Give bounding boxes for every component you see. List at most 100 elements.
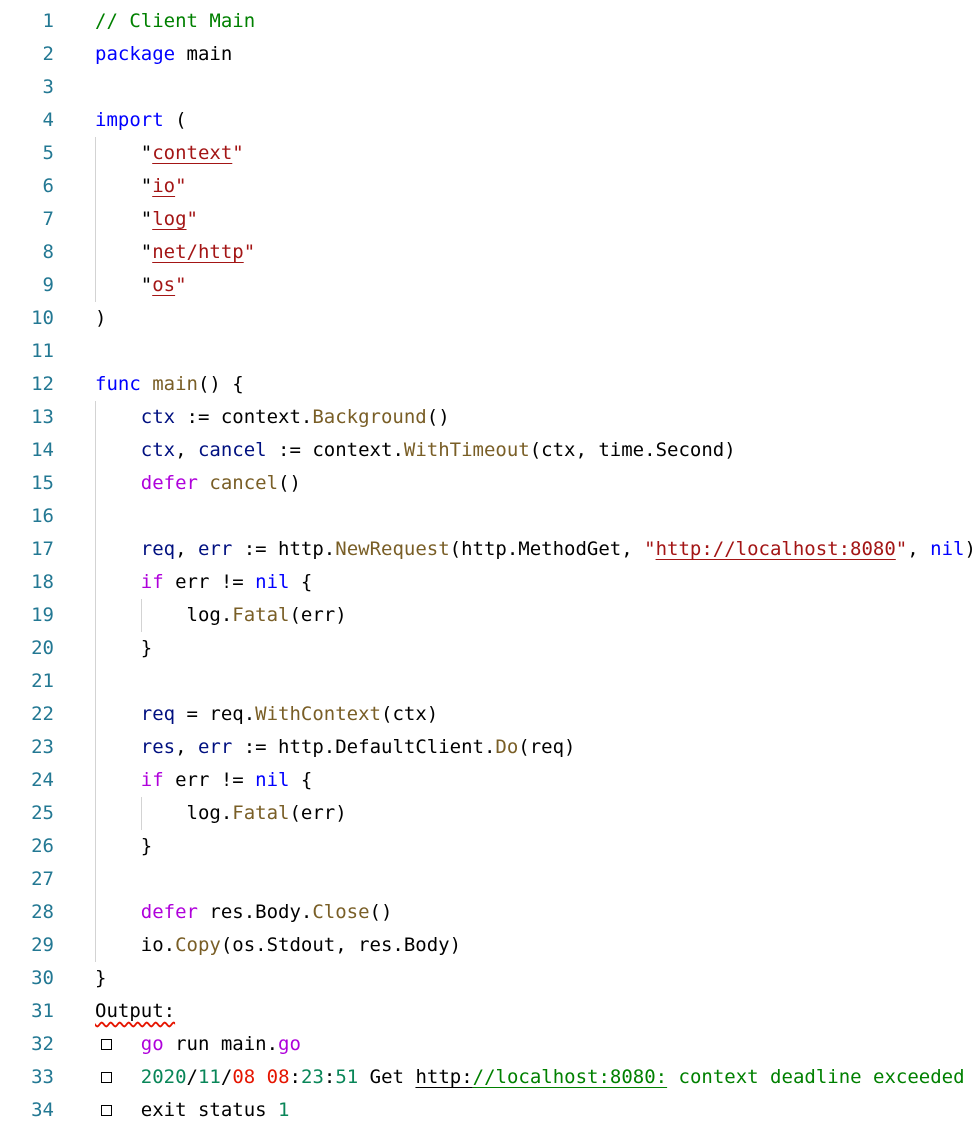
code-token — [198, 467, 209, 500]
code-token: net/http — [152, 241, 244, 263]
indent-guide — [95, 698, 141, 731]
code-token: , — [175, 439, 198, 461]
line-number: 1 — [42, 10, 54, 32]
line-number: 18 — [31, 571, 54, 593]
code-line[interactable]: 9"os" — [0, 269, 974, 302]
code-line[interactable]: 16 — [0, 500, 974, 533]
code-token: cancel — [209, 472, 279, 494]
code-token: if — [140, 769, 164, 791]
code-token: package — [95, 43, 176, 65]
code-text: ) — [95, 302, 106, 335]
code-token: WithTimeout — [403, 439, 530, 461]
code-line[interactable]: 26} — [0, 830, 974, 863]
code-token: Get — [358, 1066, 416, 1088]
code-text: "net/http" — [95, 236, 255, 269]
code-token: " — [175, 274, 187, 296]
indent-guide — [95, 434, 141, 467]
code-token: / — [220, 1066, 233, 1088]
code-token: Background — [312, 406, 427, 428]
code-token: (ctx, time.Second) — [529, 439, 736, 461]
code-line[interactable]: 8"net/http" — [0, 236, 974, 269]
code-text: io.Copy(os.Stdout, res.Body) — [95, 929, 461, 962]
code-token: err — [197, 736, 233, 758]
code-token: //localhost:8080: — [472, 1066, 668, 1088]
code-token: res.Body. — [197, 901, 313, 923]
code-token: () — [278, 472, 301, 494]
indent-guide — [95, 533, 141, 566]
code-token — [141, 368, 152, 401]
line-number: 25 — [31, 802, 54, 824]
code-token: { — [289, 571, 313, 593]
code-token: : — [289, 1066, 301, 1088]
code-line[interactable]: 10) — [0, 302, 974, 335]
line-number: 2 — [42, 43, 54, 65]
code-token: main — [175, 43, 233, 65]
code-token: := context. — [266, 439, 404, 461]
code-token: err != — [163, 571, 256, 593]
code-text: res, err := http.DefaultClient.Do(req) — [95, 731, 576, 764]
line-number: 26 — [31, 835, 54, 857]
code-text: 2020/11/08 08:23:51 Get http://localhost… — [95, 1061, 965, 1094]
code-line[interactable]: 5"context" — [0, 137, 974, 170]
code-line[interactable]: 7"log" — [0, 203, 974, 236]
code-token: " — [140, 142, 153, 164]
indent-guide — [95, 764, 141, 797]
code-token: Fatal — [232, 604, 290, 626]
code-token: log — [152, 208, 187, 230]
line-number: 30 — [31, 967, 54, 989]
code-token: , — [175, 736, 198, 758]
code-line[interactable]: 3 — [0, 71, 974, 104]
code-token: io — [152, 175, 176, 197]
code-line[interactable]: 11 — [0, 335, 974, 368]
code-token: " — [175, 175, 187, 197]
code-line[interactable]: 30} — [0, 962, 974, 995]
code-token: go — [140, 1033, 164, 1055]
code-token: () — [426, 406, 450, 428]
code-token: (ctx) — [381, 703, 439, 725]
code-token: req — [140, 538, 176, 560]
indent-guide — [95, 137, 141, 170]
code-token: err != — [163, 769, 256, 791]
indent-guide — [140, 797, 187, 830]
line-number: 17 — [31, 538, 54, 560]
code-line[interactable]: 21 — [0, 665, 974, 698]
indent-guide — [95, 269, 141, 302]
code-token: := http.DefaultClient. — [232, 736, 496, 758]
code-line[interactable]: 1// Client Main — [0, 5, 974, 38]
code-token: http: — [415, 1066, 473, 1088]
indent-guide — [95, 665, 141, 698]
code-token: os — [152, 274, 176, 296]
code-token: nil — [930, 538, 965, 560]
code-token: Fatal — [232, 802, 290, 824]
code-token: WithContext — [255, 703, 381, 725]
code-line[interactable]: 20} — [0, 632, 974, 665]
code-token: (http.MethodGet, — [449, 538, 645, 560]
code-token: := context. — [175, 406, 313, 428]
line-number: 24 — [31, 769, 54, 791]
code-token: 2020 — [140, 1066, 187, 1088]
code-line[interactable]: 2 package main — [0, 38, 974, 71]
code-line[interactable]: 6"io" — [0, 170, 974, 203]
indent-guide — [95, 401, 141, 434]
code-token: nil — [255, 769, 290, 791]
code-line[interactable]: 27 — [0, 863, 974, 896]
